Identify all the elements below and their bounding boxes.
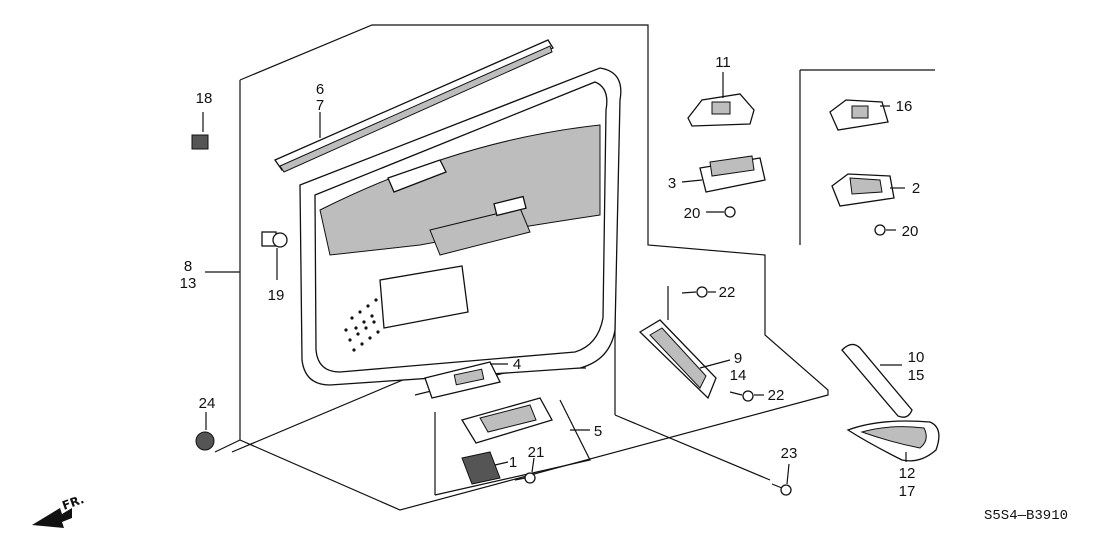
handle-base-1-part: [461, 451, 509, 485]
label-11: 11: [715, 54, 731, 71]
diagram-code: S5S4—B3910: [984, 508, 1068, 524]
label-22-lower: 22: [768, 387, 785, 404]
clip-19-part: [261, 231, 288, 280]
label-6: 6: [316, 81, 324, 98]
label-2: 2: [912, 180, 920, 197]
label-21: 21: [528, 444, 545, 461]
label-4: 4: [513, 356, 521, 373]
screw-23-part: [771, 463, 792, 496]
label-7: 7: [316, 97, 324, 114]
label-5: 5: [594, 423, 602, 440]
label-8: 8: [184, 258, 192, 275]
front-direction-label: FR.: [60, 492, 86, 513]
trim-10-part: [841, 343, 913, 418]
label-12: 12: [899, 465, 916, 482]
switch-cover-11-part: [687, 72, 755, 127]
label-17: 17: [899, 483, 916, 500]
label-18: 18: [196, 90, 213, 107]
speaker-grille: [344, 298, 380, 352]
label-13: 13: [180, 275, 197, 292]
handle-5-part: [460, 397, 590, 444]
bracket-9-part: [638, 286, 731, 400]
label-10: 10: [908, 349, 925, 366]
front-direction-arrow: [32, 508, 72, 528]
label-19: 19: [268, 287, 285, 304]
label-15: 15: [908, 367, 925, 384]
screw-20b-part: [874, 224, 896, 236]
nut-24-part: [195, 412, 215, 451]
screw-22a-part: [681, 286, 716, 298]
label-14: 14: [730, 367, 747, 384]
bezel-4-part: [424, 361, 508, 399]
label-1: 1: [509, 454, 517, 471]
switch-3-part: [681, 155, 766, 193]
clip-18-part: [191, 112, 209, 150]
screw-21-part: [514, 457, 536, 484]
label-23: 23: [781, 445, 798, 462]
screw-22b-part: [729, 390, 764, 402]
switch-16-part: [829, 99, 890, 131]
label-3: 3: [668, 175, 676, 192]
label-20-right: 20: [902, 223, 919, 240]
door-lining-panel: [299, 67, 622, 386]
screw-20a-part: [706, 206, 736, 218]
label-16: 16: [896, 98, 913, 115]
label-24: 24: [199, 395, 216, 412]
label-9: 9: [734, 350, 742, 367]
label-20-left: 20: [684, 205, 701, 222]
label-22-upper: 22: [719, 284, 736, 301]
trim-12-part: [846, 420, 940, 462]
switch-2-part: [831, 173, 905, 207]
weatherstrip-part: [274, 39, 554, 173]
